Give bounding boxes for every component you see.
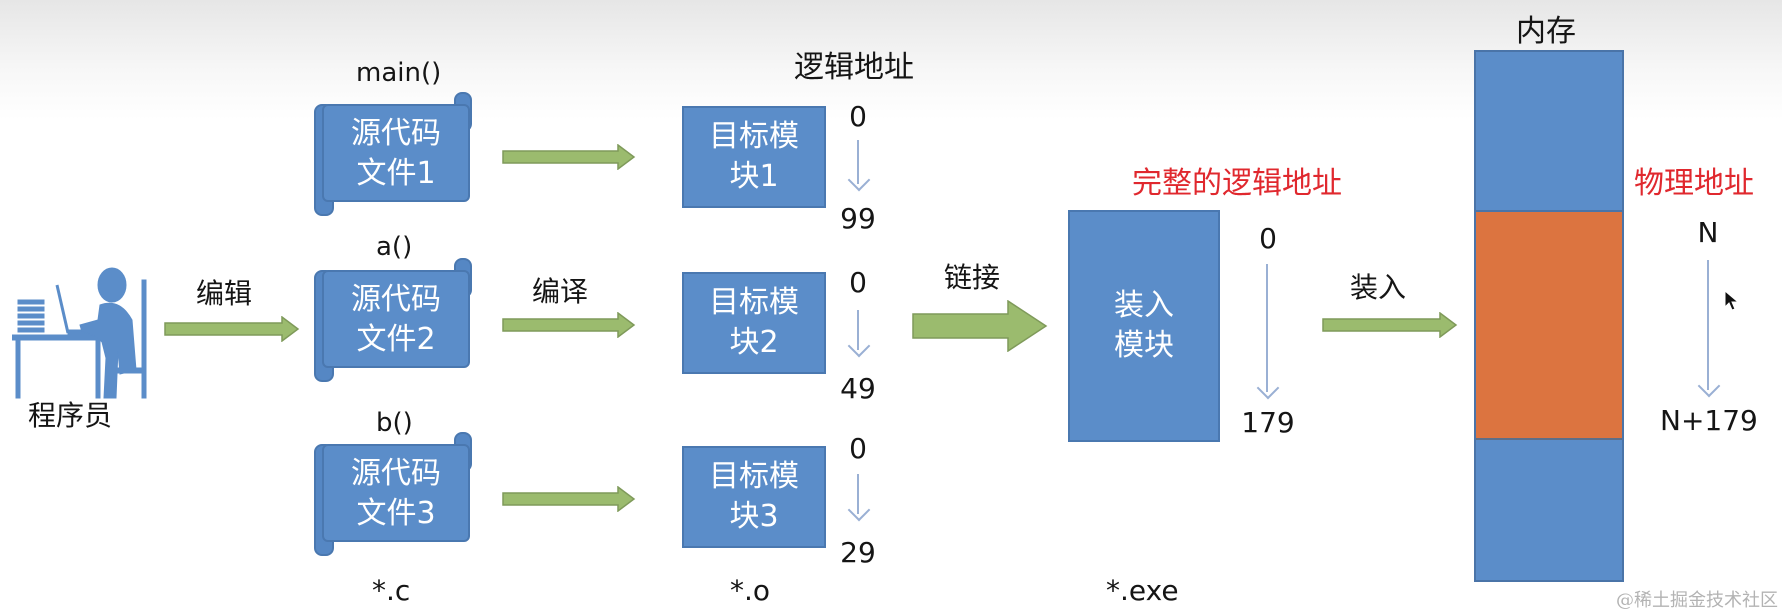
- memory-loaded-segment: [1476, 212, 1622, 440]
- source-file-2-line1: 源代码: [351, 282, 441, 317]
- object-module-3-start: 0: [849, 432, 867, 465]
- object-module-1-end: 99: [840, 202, 876, 235]
- source-func-label-3: b(): [376, 408, 413, 438]
- memory-free-bottom: [1476, 440, 1622, 580]
- address-range-line: [857, 140, 859, 184]
- source-file-1-line2: 文件1: [356, 156, 436, 191]
- physical-start: N: [1697, 216, 1719, 249]
- object-module-3-end: 29: [840, 536, 876, 569]
- object-module-3-line2: 块3: [729, 499, 779, 534]
- object-module-2-line1: 目标模: [709, 285, 799, 320]
- load-arrow-icon: [1322, 312, 1458, 338]
- address-range-line: [857, 310, 859, 350]
- down-arrow-icon: [1256, 376, 1280, 400]
- object-module-1: 目标模 块1: [682, 106, 826, 208]
- object-module-2: 目标模 块2: [682, 272, 826, 374]
- source-file-1: 源代码 文件1: [314, 92, 472, 216]
- down-arrow-icon: [847, 168, 871, 192]
- memory-free-top: [1476, 52, 1622, 212]
- source-file-2-line2: 文件2: [356, 322, 436, 357]
- load-step-label: 装入: [1350, 271, 1407, 304]
- complete-logical-address-header: 完整的逻辑地址: [1132, 166, 1342, 201]
- compile-arrow-icon-1: [502, 144, 636, 170]
- load-module-end: 179: [1241, 406, 1295, 439]
- object-module-1-start: 0: [849, 100, 867, 133]
- load-module-start: 0: [1259, 222, 1277, 255]
- object-extension: *.o: [730, 574, 771, 607]
- down-arrow-icon: [1697, 374, 1721, 398]
- source-extension: *.c: [372, 574, 411, 607]
- source-file-1-body: 源代码 文件1: [322, 104, 470, 202]
- edit-arrow-icon: [164, 316, 300, 342]
- object-module-2-line2: 块2: [729, 325, 779, 360]
- load-module: 装入 模块: [1068, 210, 1220, 442]
- source-file-3-line2: 文件3: [356, 496, 436, 531]
- physical-address-header: 物理地址: [1634, 166, 1754, 201]
- source-file-3-body: 源代码 文件3: [322, 444, 470, 542]
- compile-step-label: 编译: [532, 275, 589, 308]
- load-module-line1: 装入: [1114, 288, 1174, 323]
- source-file-2-body: 源代码 文件2: [322, 270, 470, 368]
- address-range-line: [1266, 264, 1268, 392]
- edit-step-label: 编辑: [196, 277, 253, 310]
- object-module-1-line1: 目标模: [709, 119, 799, 154]
- programmer-label: 程序员: [28, 399, 113, 432]
- compile-arrow-icon-2: [502, 312, 636, 338]
- source-file-3-line1: 源代码: [351, 456, 441, 491]
- address-range-line: [1707, 260, 1709, 390]
- address-range-line: [857, 474, 859, 514]
- source-func-label-2: a(): [376, 232, 413, 262]
- mouse-cursor-icon: [1724, 290, 1740, 311]
- object-module-3-line1: 目标模: [709, 459, 799, 494]
- source-file-3: 源代码 文件3: [314, 432, 472, 556]
- programmer-icon: [12, 267, 147, 399]
- object-module-2-start: 0: [849, 266, 867, 299]
- memory-header: 内存: [1516, 14, 1576, 49]
- source-file-2: 源代码 文件2: [314, 258, 472, 382]
- down-arrow-icon: [847, 498, 871, 522]
- link-arrow-icon: [912, 300, 1048, 352]
- object-module-2-end: 49: [840, 372, 876, 405]
- down-arrow-icon: [847, 334, 871, 358]
- source-file-1-line1: 源代码: [351, 116, 441, 151]
- link-step-label: 链接: [944, 261, 1001, 294]
- physical-end: N+179: [1660, 404, 1758, 437]
- watermark: @稀土掘金技术社区: [1616, 590, 1778, 611]
- source-func-label-1: main(): [356, 58, 442, 88]
- compile-arrow-icon-3: [502, 486, 636, 512]
- logical-address-header: 逻辑地址: [794, 50, 914, 85]
- exe-extension: *.exe: [1106, 574, 1179, 607]
- object-module-1-line2: 块1: [729, 159, 779, 194]
- load-module-line2: 模块: [1114, 328, 1174, 363]
- object-module-3: 目标模 块3: [682, 446, 826, 548]
- memory-block: [1474, 50, 1624, 582]
